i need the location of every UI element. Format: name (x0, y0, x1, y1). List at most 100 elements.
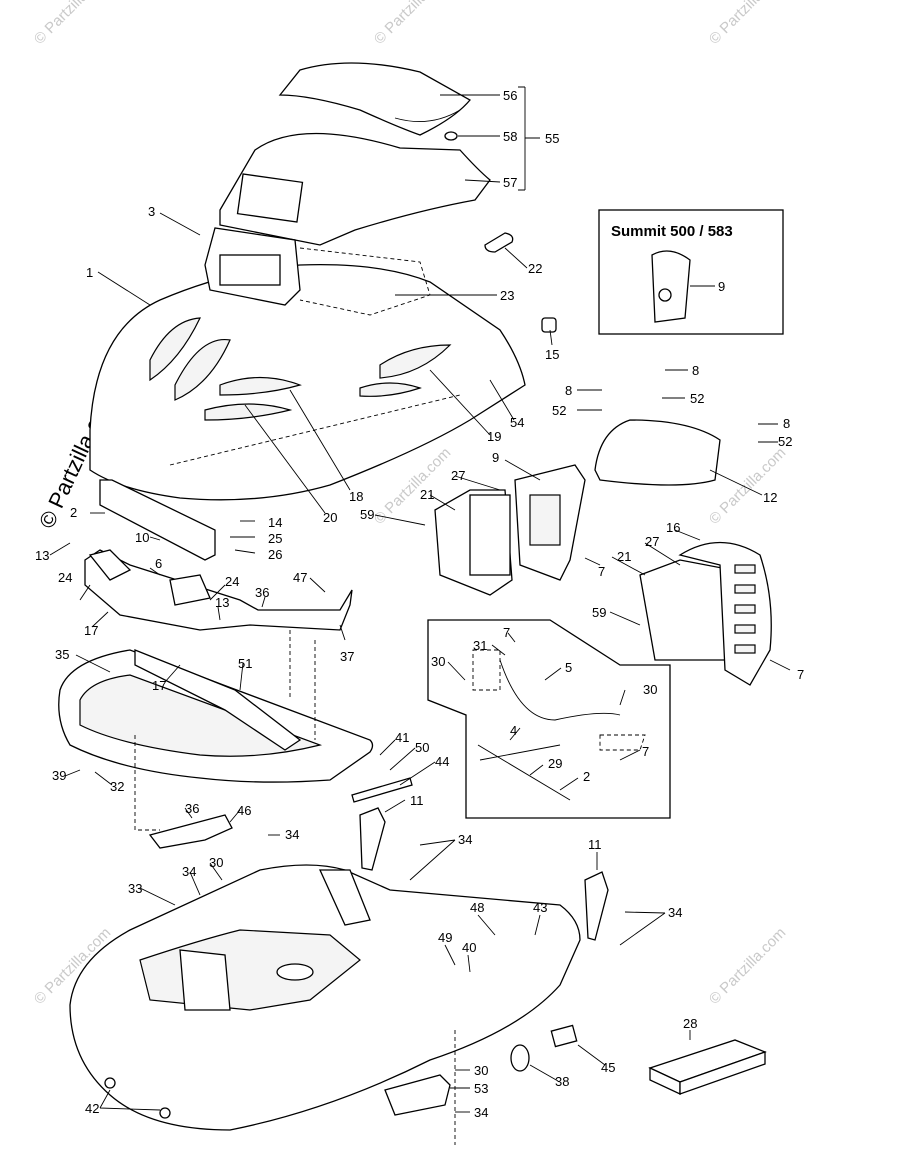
callout-41: 41 (395, 730, 409, 745)
callout-9-inset: 9 (718, 279, 725, 294)
callout-24-b: 24 (225, 574, 239, 589)
callout-34-b: 34 (458, 832, 472, 847)
callout-46: 46 (237, 803, 251, 818)
callout-11-b: 11 (588, 837, 602, 852)
callout-28: 28 (683, 1016, 697, 1031)
bracket-46 (148, 814, 233, 849)
callout-17-a: 17 (84, 623, 98, 638)
callout-18: 18 (349, 489, 363, 504)
watermark: © Partzilla.com (706, 0, 789, 48)
belly-pan (69, 864, 581, 1131)
callout-27-b: 27 (645, 534, 659, 549)
callout-30-a: 30 (431, 654, 445, 669)
callout-53: 53 (474, 1081, 488, 1096)
callout-38: 38 (555, 1074, 569, 1089)
callout-43: 43 (533, 900, 547, 915)
callout-2-b: 2 (583, 769, 590, 784)
callout-29: 29 (548, 756, 562, 771)
callout-3: 3 (148, 204, 155, 219)
callout-21-b: 21 (617, 549, 631, 564)
vent-16 (678, 541, 772, 686)
callout-50: 50 (415, 740, 429, 755)
callout-51: 51 (238, 656, 252, 671)
callout-34-e: 34 (474, 1105, 488, 1120)
leader-lines (49, 86, 791, 1145)
inset-cable (427, 619, 671, 819)
callout-12: 12 (763, 490, 777, 505)
callout-27-a: 27 (451, 468, 465, 483)
callout-19: 19 (487, 429, 501, 444)
callout-8-a: 8 (692, 363, 699, 378)
callout-58: 58 (503, 129, 517, 144)
callout-54: 54 (510, 415, 524, 430)
callout-33: 33 (128, 881, 142, 896)
watermark: © Partzilla.com (706, 924, 789, 1007)
callout-7-b: 7 (503, 625, 510, 640)
part-22 (484, 232, 514, 253)
callout-55: 55 (545, 131, 559, 146)
callout-32: 32 (110, 779, 124, 794)
bracket-assembly (84, 479, 353, 631)
side-panel-9 (514, 464, 586, 581)
windshield-lower (219, 132, 491, 246)
callout-30-b: 30 (643, 682, 657, 697)
hood (89, 263, 526, 501)
callout-34-d: 34 (668, 905, 682, 920)
reinforcement-51 (134, 649, 302, 751)
callout-10: 10 (135, 530, 149, 545)
callout-47: 47 (293, 570, 307, 585)
callout-42: 42 (85, 1101, 99, 1116)
callout-30-d: 30 (474, 1063, 488, 1078)
callout-30-c: 30 (209, 855, 223, 870)
callout-36-a: 36 (255, 585, 269, 600)
callout-34-a: 34 (285, 827, 299, 842)
callout-36-b: 36 (185, 801, 199, 816)
insulation-28 (648, 1039, 767, 1096)
callout-52-b: 52 (552, 403, 566, 418)
callout-56: 56 (503, 88, 517, 103)
panel-21-right (639, 559, 726, 661)
callout-16: 16 (666, 520, 680, 535)
inset-title: Summit 500 / 583 (611, 223, 733, 240)
callout-45: 45 (601, 1060, 615, 1075)
callout-25: 25 (268, 531, 282, 546)
panel-21-left (434, 489, 513, 596)
callout-9: 9 (492, 450, 499, 465)
callout-17-b: 17 (152, 678, 166, 693)
callout-7-a: 7 (598, 564, 605, 579)
strip-44 (351, 777, 413, 803)
callout-40: 40 (462, 940, 476, 955)
callout-22: 22 (528, 261, 542, 276)
callout-37: 37 (340, 649, 354, 664)
callout-7-d: 7 (642, 744, 649, 759)
callout-15: 15 (545, 347, 559, 362)
callout-39: 39 (52, 768, 66, 783)
callout-6: 6 (155, 556, 162, 571)
bracket-53 (384, 1074, 451, 1116)
nuts-42 (104, 1077, 171, 1119)
callout-21-a: 21 (420, 487, 434, 502)
callout-49: 49 (438, 930, 452, 945)
callout-4: 4 (510, 723, 517, 738)
bracket-11-right (584, 871, 609, 941)
callout-14: 14 (268, 515, 282, 530)
bracket-11-left (359, 807, 386, 871)
callout-35: 35 (55, 647, 69, 662)
part-15 (541, 317, 557, 333)
callout-8-c: 8 (783, 416, 790, 431)
windshield-clip (444, 131, 458, 141)
air-box-12 (594, 419, 721, 486)
windshield-upper (278, 62, 472, 136)
callout-20: 20 (323, 510, 337, 525)
watermark: © Partzilla.com (371, 0, 454, 48)
callout-2-a: 2 (70, 505, 77, 520)
watermark: © Partzilla.com (31, 0, 114, 48)
bumper-35 (58, 649, 374, 783)
callout-59-a: 59 (360, 507, 374, 522)
callout-24-a: 24 (58, 570, 72, 585)
callouts: 56 58 55 57 3 1 22 23 9 15 8 8 52 52 54 … (35, 88, 804, 1120)
callout-1: 1 (86, 265, 93, 280)
callout-52-a: 52 (690, 391, 704, 406)
callout-13-a: 13 (35, 548, 49, 563)
